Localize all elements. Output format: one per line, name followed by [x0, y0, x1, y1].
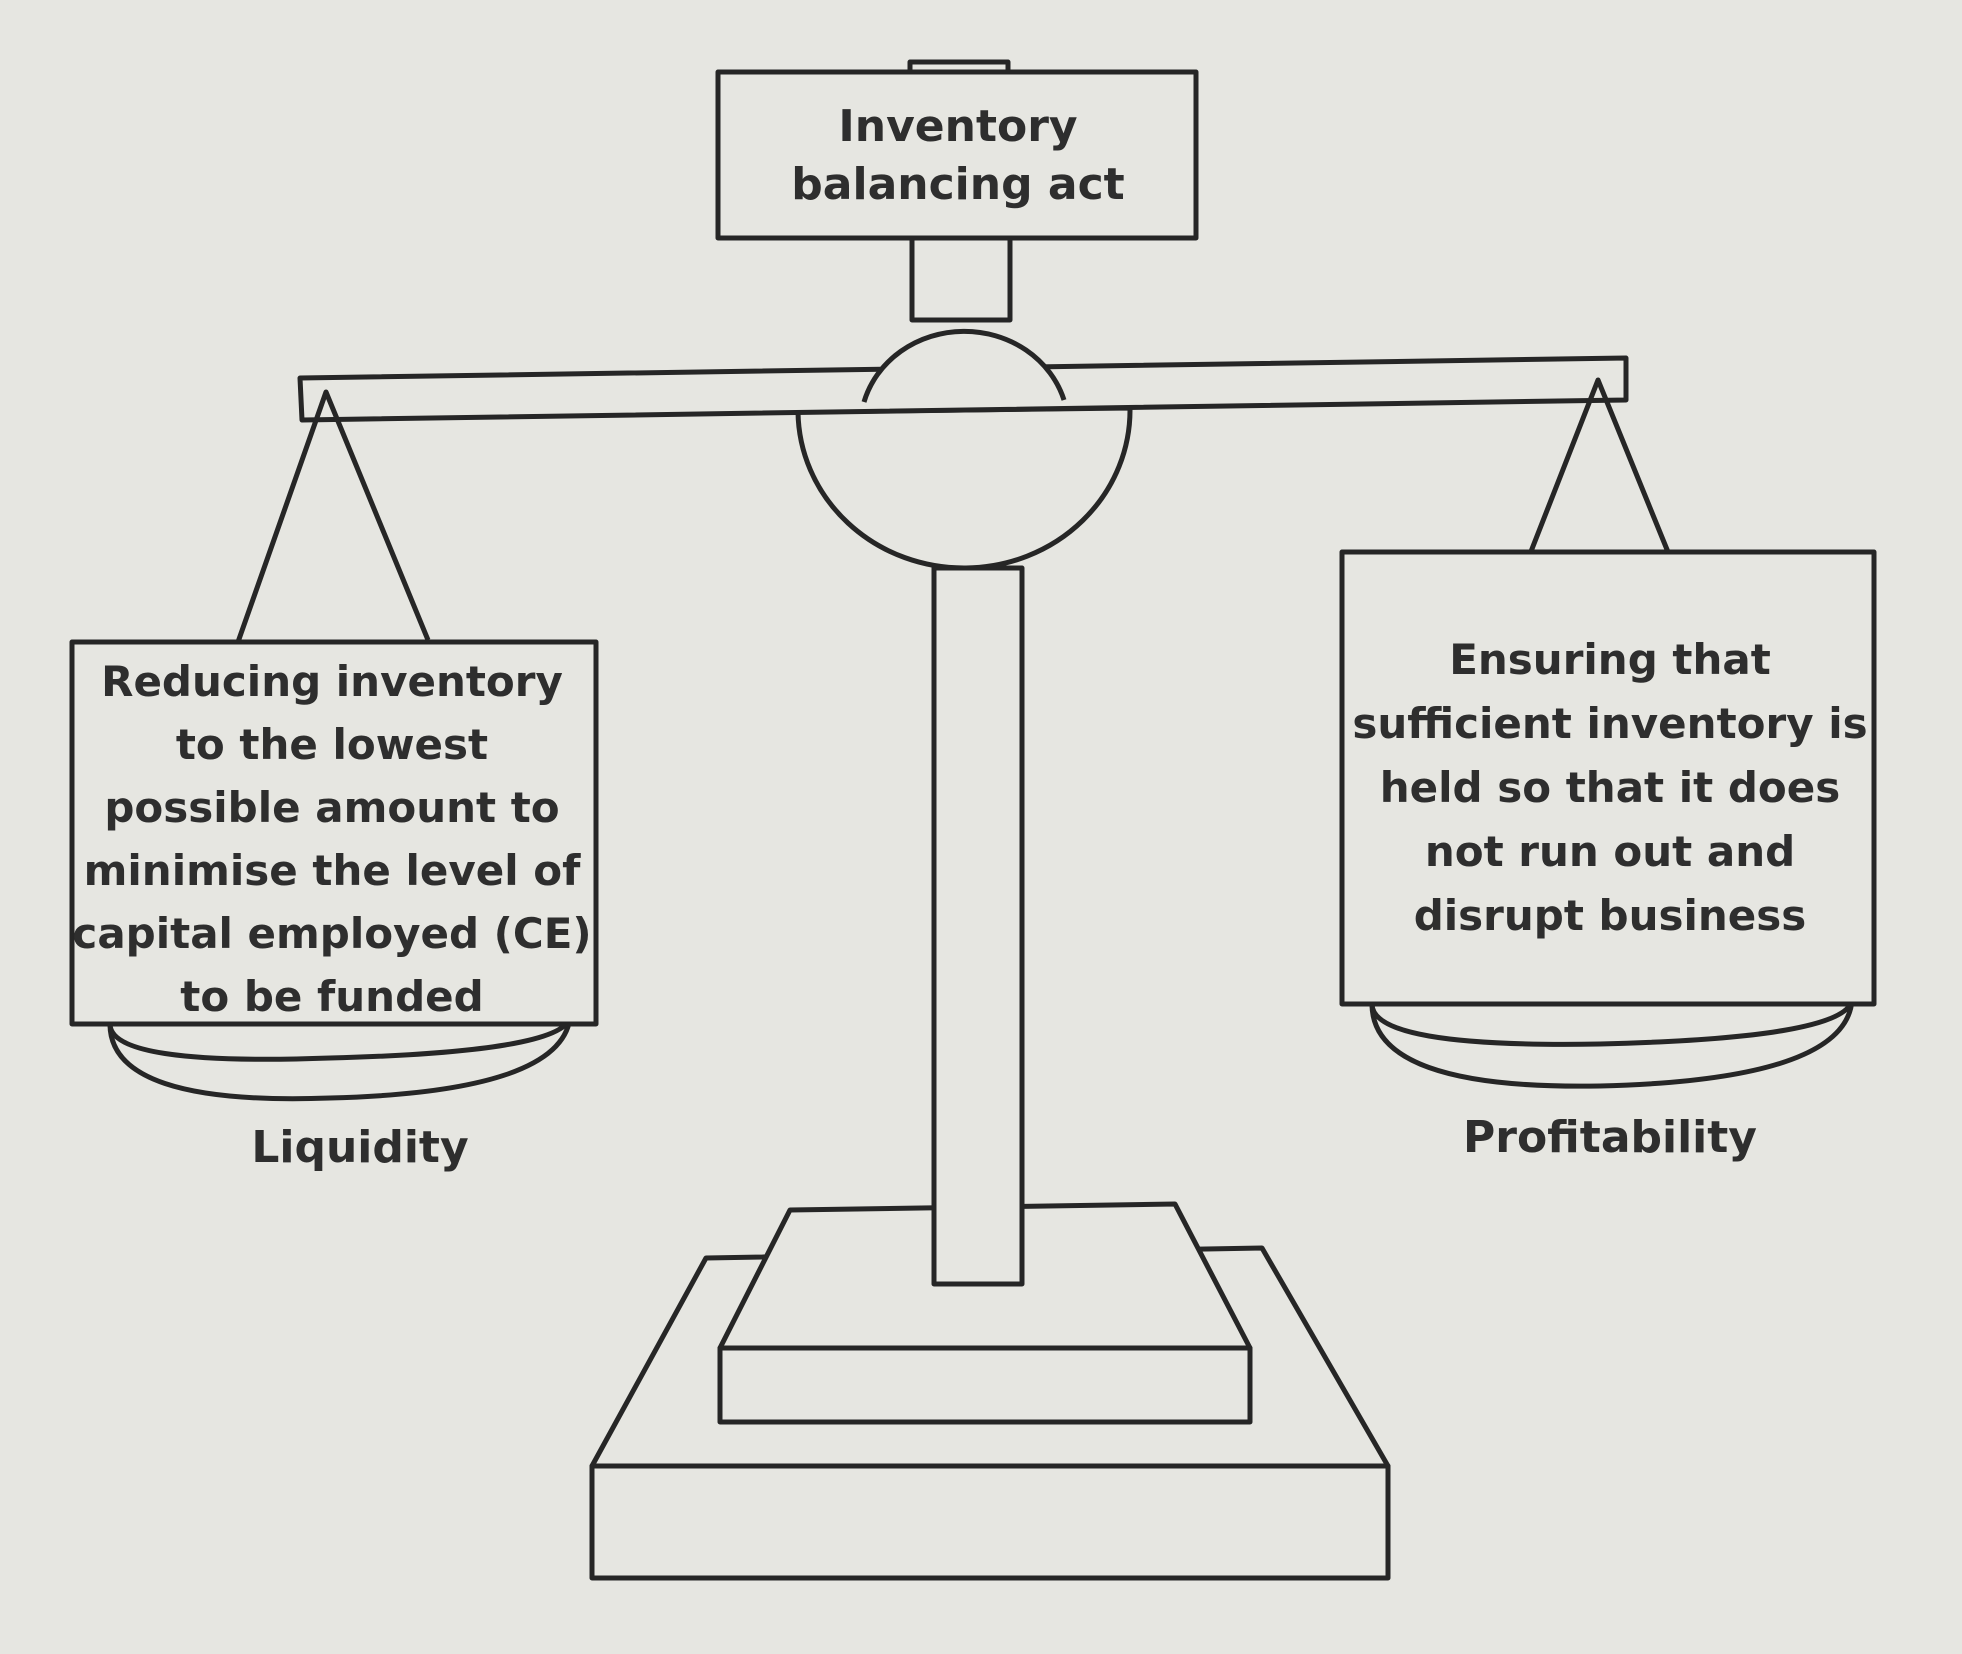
profitability-caption: Profitability — [1463, 1112, 1757, 1163]
right-pan — [1339, 549, 1877, 1089]
neck — [909, 229, 1013, 323]
diagram-title: Inventory balancing act — [791, 101, 1125, 210]
pivot-dome — [861, 328, 1067, 403]
base-upper-front — [717, 1345, 1253, 1425]
pillar — [931, 565, 1025, 1287]
title-box — [715, 69, 1199, 241]
pivot-bowl — [795, 405, 1133, 571]
left-pan — [69, 639, 599, 1102]
left-hanger — [235, 389, 431, 643]
right-hanger — [1527, 377, 1671, 555]
right-pan-text: Ensuring that sufficient inventory is he… — [1352, 635, 1868, 940]
liquidity-caption: Liquidity — [251, 1122, 469, 1173]
base-bottom-front — [589, 1463, 1391, 1581]
scale-base — [589, 1201, 1391, 1581]
right-text-box — [1339, 549, 1877, 1007]
left-text-box — [69, 639, 599, 1027]
left-pan-text: Reducing inventory to the lowest possibl… — [72, 657, 592, 1021]
